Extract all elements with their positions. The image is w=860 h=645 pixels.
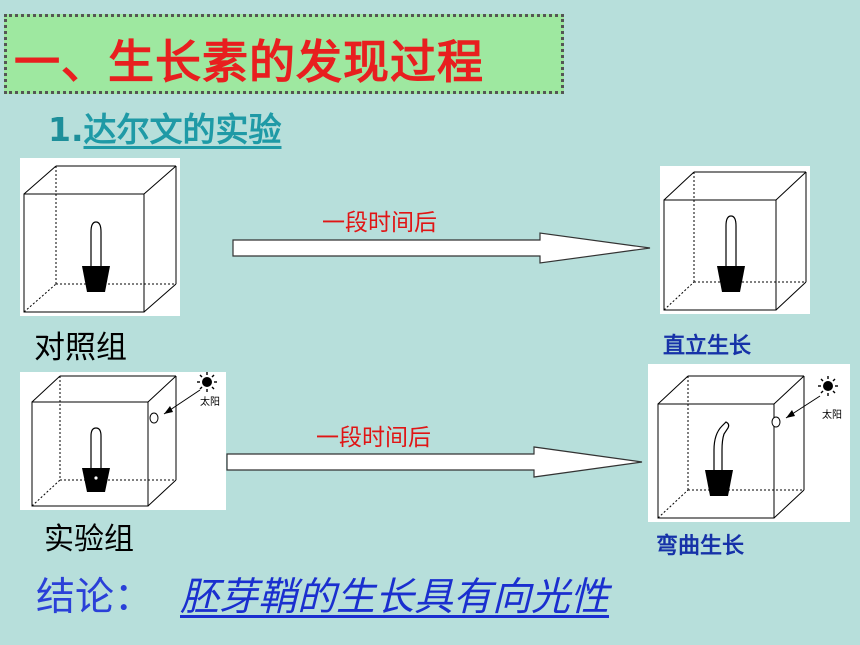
experiment-group-label: 实验组 bbox=[44, 522, 134, 557]
sun-label: 太阳 bbox=[822, 408, 842, 421]
subtitle-number: 1. bbox=[48, 110, 84, 149]
sun-label: 太阳 bbox=[200, 395, 220, 408]
experiment-arrow-text: 一段时间后 bbox=[316, 425, 431, 451]
experiment-start-diagram: 太阳 bbox=[20, 372, 226, 510]
page-title: 一、生长素的发现过程 bbox=[14, 35, 484, 89]
control-result-diagram bbox=[660, 166, 810, 314]
control-arrow-text: 一段时间后 bbox=[322, 210, 437, 236]
title-box bbox=[4, 14, 564, 94]
control-arrow bbox=[232, 232, 651, 264]
subtitle-text: 达尔文的实验 bbox=[83, 110, 282, 149]
conclusion-text: 胚芽鞘的生长具有向光性 bbox=[180, 575, 610, 620]
control-start-diagram bbox=[20, 158, 180, 316]
sun-icon bbox=[818, 376, 838, 396]
experiment-result-diagram: 太阳 bbox=[648, 364, 850, 522]
section-subtitle: 1.达尔文的实验 bbox=[48, 103, 282, 151]
control-group-label: 对照组 bbox=[34, 330, 127, 366]
experiment-arrow bbox=[226, 446, 643, 478]
sun-icon bbox=[197, 372, 217, 392]
control-result-label: 直立生长 bbox=[663, 334, 752, 359]
conclusion-label: 结论： bbox=[36, 575, 154, 620]
experiment-result-label: 弯曲生长 bbox=[656, 534, 745, 559]
